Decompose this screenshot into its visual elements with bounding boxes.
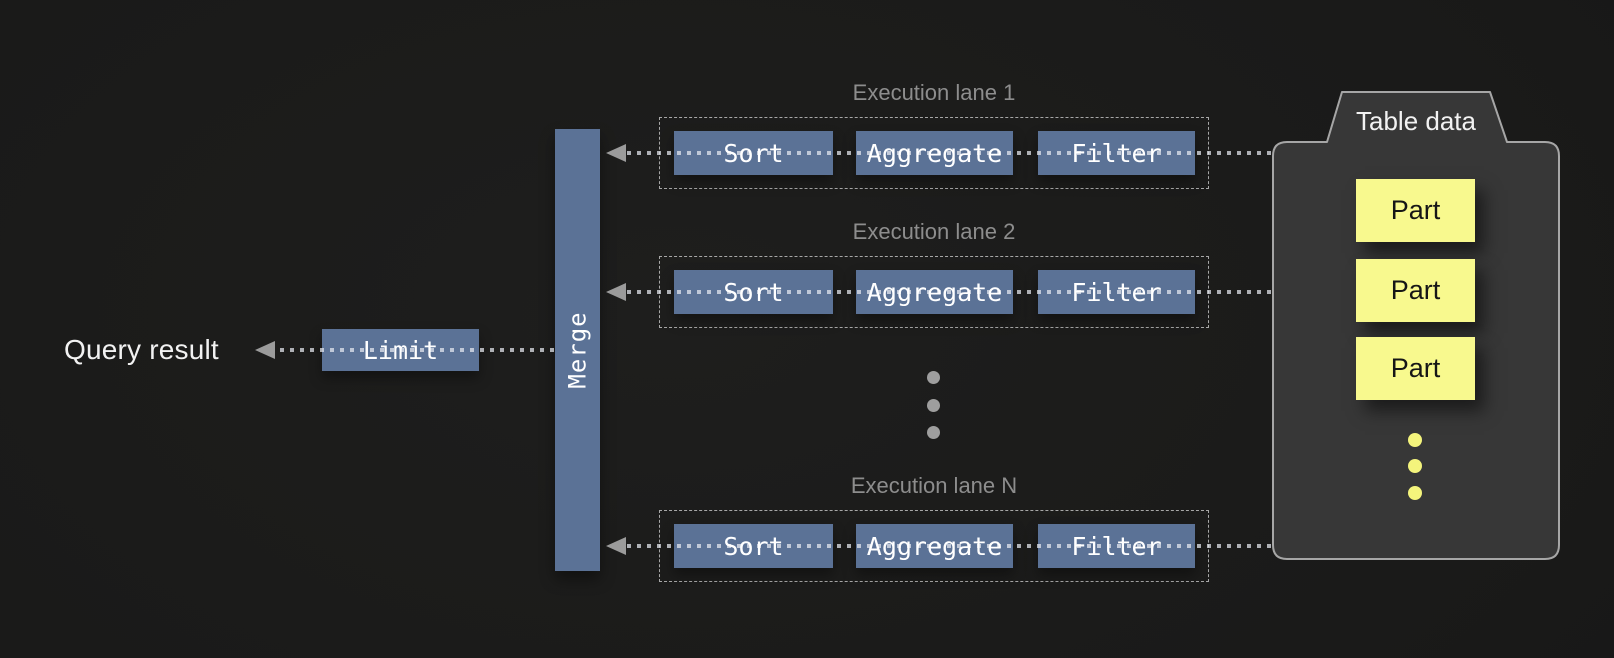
table-part-box: Part (1356, 179, 1475, 242)
aggregate-operator-label: Aggregate (866, 277, 1003, 307)
merge-operator-bar: Merge (555, 129, 600, 571)
lane-2-dotted-line (627, 290, 1272, 294)
more-lanes-ellipsis-dot (927, 371, 940, 384)
filter-operator-label: Filter (1071, 531, 1162, 561)
limit-to-result-dotted-line (260, 348, 555, 352)
sort-operator-label: Sort (723, 138, 784, 168)
arrow-left-icon (606, 144, 626, 162)
more-parts-ellipsis-dot (1408, 433, 1422, 447)
table-part-box: Part (1356, 337, 1475, 400)
sort-operator-label: Sort (723, 531, 784, 561)
aggregate-operator-box: Aggregate (856, 131, 1013, 175)
more-lanes-ellipsis-dot (927, 399, 940, 412)
filter-operator-label: Filter (1071, 277, 1162, 307)
limit-operator-label: Limit (362, 335, 439, 365)
more-parts-ellipsis-dot (1408, 486, 1422, 500)
more-parts-ellipsis-dot (1408, 459, 1422, 473)
arrow-left-icon (255, 341, 275, 359)
aggregate-operator-label: Aggregate (866, 531, 1003, 561)
sort-operator-label: Sort (723, 277, 784, 307)
merge-operator-label: Merge (563, 311, 592, 389)
aggregate-operator-box: Aggregate (856, 524, 1013, 568)
arrow-left-icon (606, 283, 626, 301)
execution-lane-2-label: Execution lane 2 (852, 219, 1016, 244)
table-data-outline (1272, 91, 1560, 560)
filter-operator-label: Filter (1071, 138, 1162, 168)
table-part-label: Part (1390, 275, 1441, 305)
execution-lane-n-label: Execution lane N (850, 473, 1018, 498)
arrow-left-icon (606, 537, 626, 555)
aggregate-operator-label: Aggregate (866, 138, 1003, 168)
table-part-label: Part (1390, 353, 1441, 383)
table-data-label: Table data (1356, 106, 1476, 136)
more-lanes-ellipsis-dot (927, 426, 940, 439)
table-part-box: Part (1356, 259, 1475, 322)
query-result-label: Query result (64, 334, 219, 365)
table-part-label: Part (1390, 195, 1441, 225)
lane-1-dotted-line (627, 151, 1272, 155)
table-data-container (1272, 91, 1560, 560)
aggregate-operator-box: Aggregate (856, 270, 1013, 314)
lane-n-dotted-line (627, 544, 1272, 548)
execution-lane-1-label: Execution lane 1 (852, 80, 1016, 105)
